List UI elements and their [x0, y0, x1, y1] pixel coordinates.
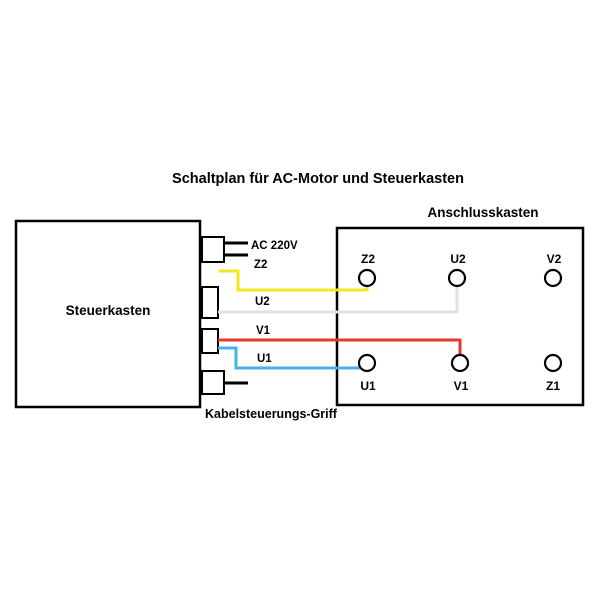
terminal-z1	[543, 353, 563, 373]
terminal-v1	[450, 353, 470, 373]
wire-label-u1: U1	[257, 353, 272, 365]
connector-mid-lower	[201, 328, 219, 354]
diagram-title: Schaltplan für AC-Motor und Steuerkasten	[172, 171, 464, 187]
connector-mid-upper	[201, 286, 219, 319]
connector-ac	[201, 236, 225, 263]
anschlusskasten-box	[335, 226, 585, 407]
terminal-label-u1: U1	[360, 379, 376, 393]
terminal-v2	[543, 268, 563, 288]
connector-bottom	[201, 370, 225, 395]
wire-u1-blue	[218, 346, 360, 370]
wire-z2-yellow	[219, 269, 369, 292]
steuerkasten-box	[14, 219, 202, 409]
wire-label-u2: U2	[255, 296, 270, 308]
terminal-label-v2: V2	[547, 252, 562, 266]
terminal-label-z2: Z2	[361, 252, 375, 266]
terminal-u1	[357, 353, 377, 373]
anschlusskasten-label: Anschlusskasten	[427, 205, 538, 220]
ac-220v-label: AC 220V	[251, 240, 298, 252]
wire-v1-red	[218, 338, 462, 356]
terminal-u2	[447, 268, 467, 288]
steuerkasten-label: Steuerkasten	[66, 303, 151, 318]
terminal-label-z1: Z1	[546, 379, 560, 393]
terminal-label-v1: V1	[454, 379, 469, 393]
kabelsteuerungs-griff-label: Kabelsteuerungs-Griff	[205, 407, 338, 421]
wire-label-v1: V1	[256, 325, 271, 337]
terminal-z2	[357, 268, 377, 288]
wire-u2-white	[218, 285, 459, 314]
wire-label-z2: Z2	[254, 259, 267, 271]
terminal-label-u2: U2	[450, 252, 466, 266]
